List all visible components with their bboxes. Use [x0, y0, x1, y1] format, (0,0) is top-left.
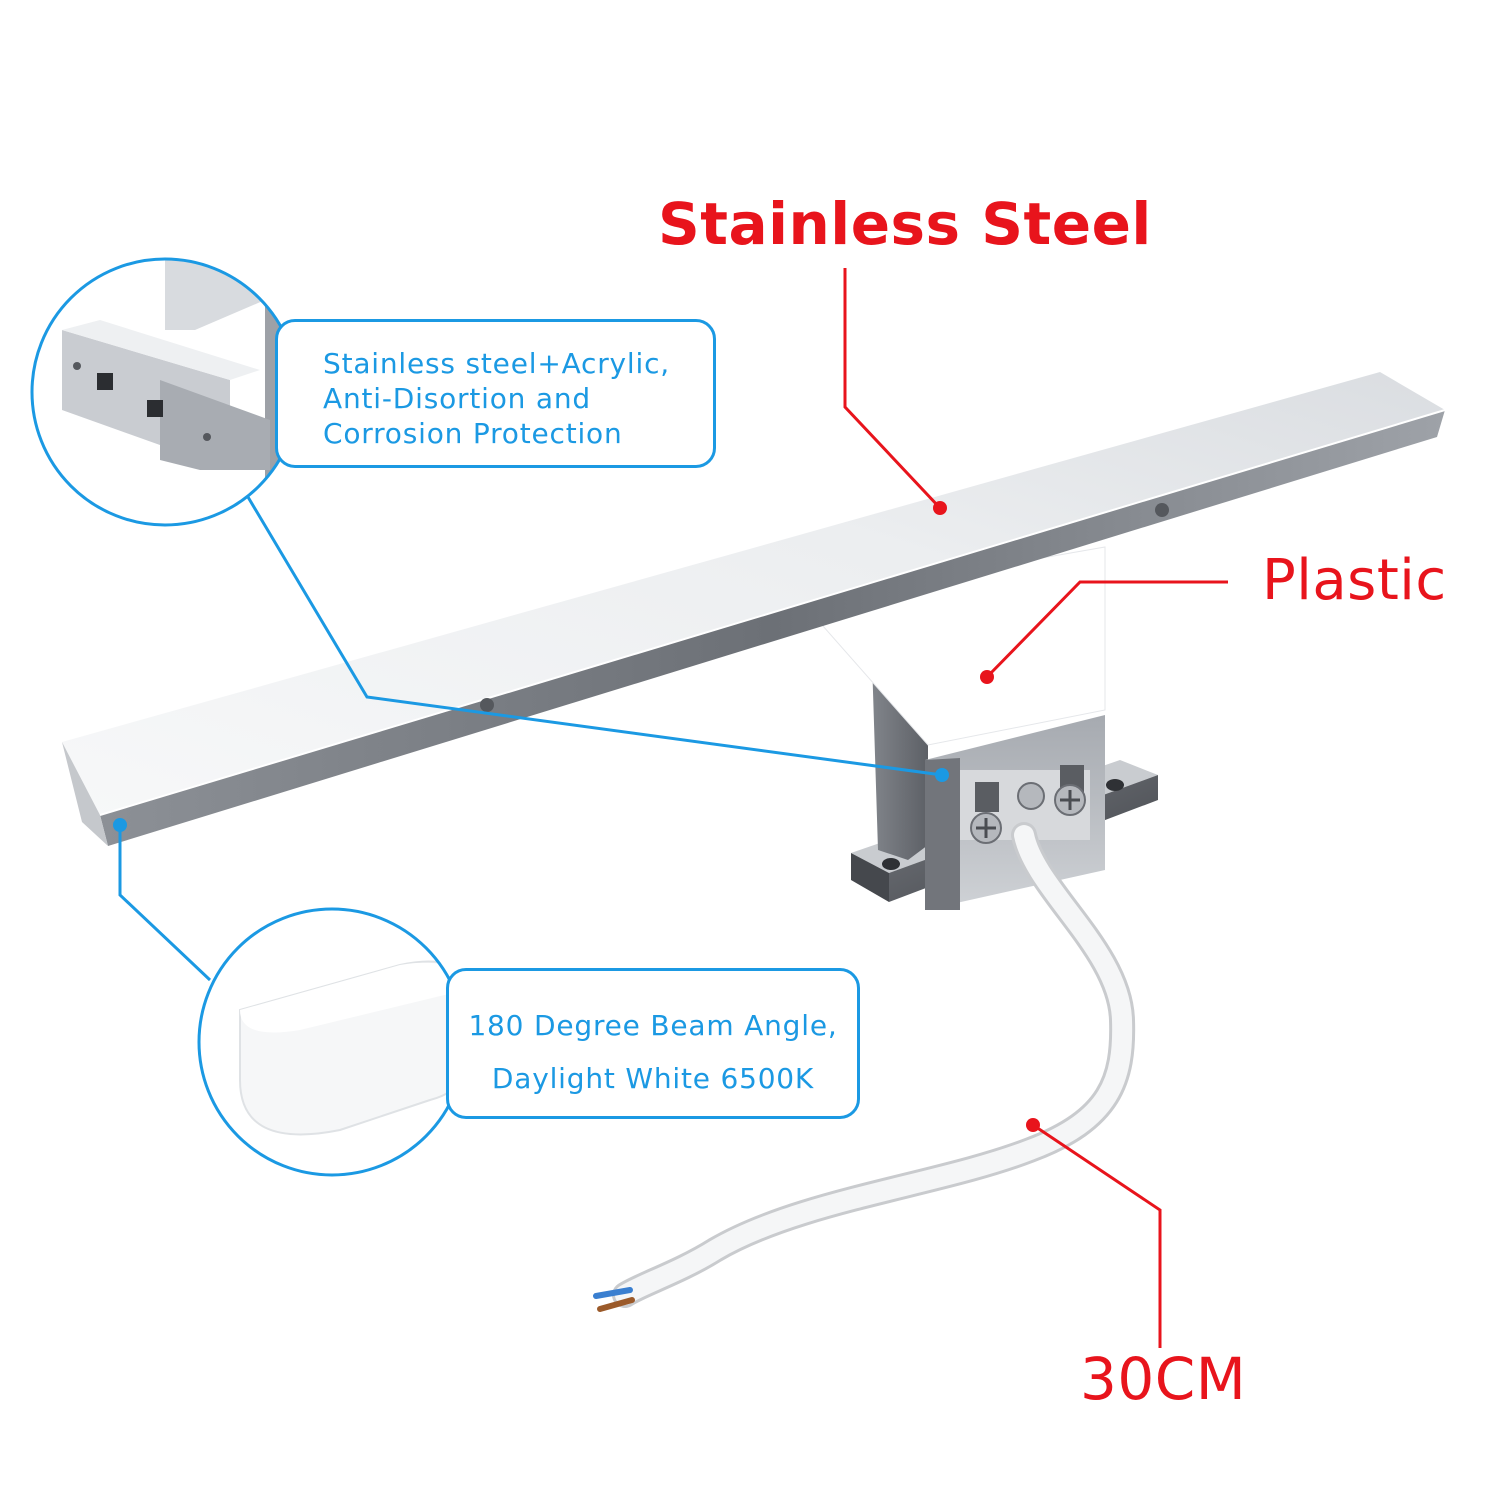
- mirror-lamp-icon: [62, 372, 1446, 910]
- material-callout-box: Stainless steel+Acrylic, Anti-Disortion …: [275, 319, 716, 468]
- beam-callout-box: 180 Degree Beam Angle, Daylight White 65…: [446, 968, 860, 1119]
- cable-length-label: 30CM: [1080, 1345, 1247, 1413]
- beam-line-2: Daylight White 6500K: [491, 1062, 815, 1095]
- plastic-label: Plastic: [1262, 548, 1447, 613]
- bracket-detail-icon: [32, 259, 298, 525]
- material-line-3: Corrosion Protection: [323, 417, 623, 450]
- beam-line-1: 180 Degree Beam Angle,: [468, 1009, 838, 1042]
- diffuser-detail-icon: [199, 909, 465, 1175]
- bracket-callout: [30, 257, 949, 782]
- stainless-steel-label: Stainless Steel: [658, 190, 1152, 258]
- material-line-1: Stainless steel+Acrylic,: [323, 347, 670, 380]
- diffuser-callout: [113, 818, 467, 1177]
- power-cable-icon: [593, 822, 1136, 1312]
- material-line-2: Anti-Disortion and: [323, 382, 591, 415]
- lamp-bar: [62, 372, 1446, 846]
- red-leaders: [843, 268, 1228, 1348]
- lamp-column: [799, 546, 1106, 910]
